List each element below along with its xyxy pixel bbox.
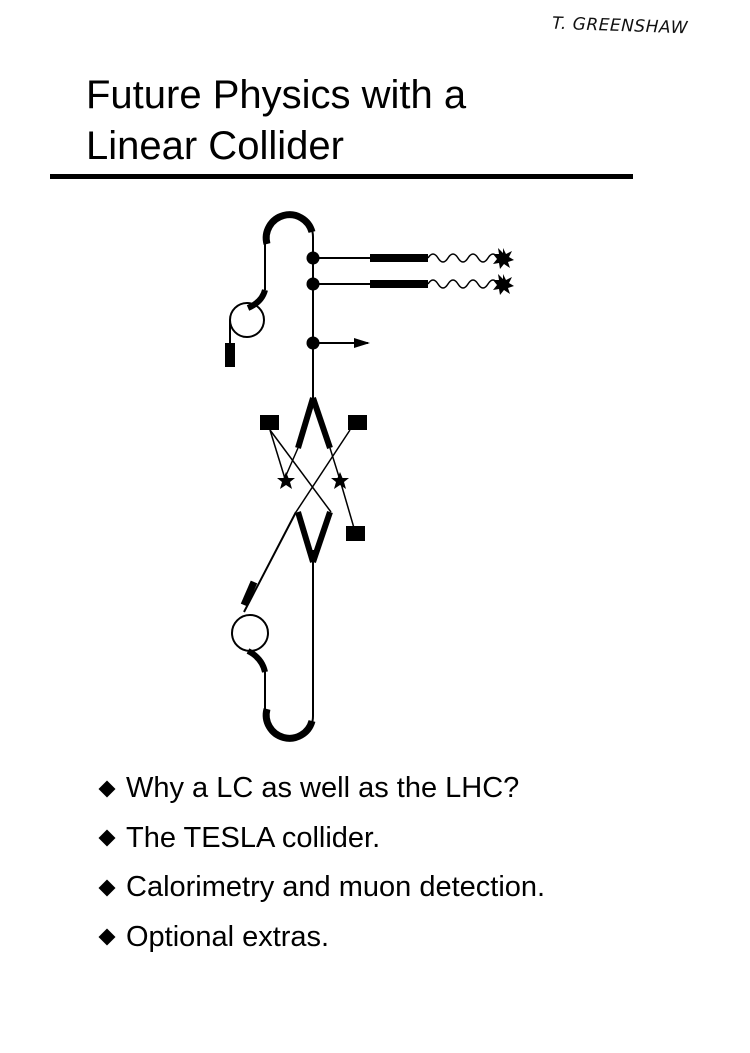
bullet-text: Optional extras.	[126, 920, 330, 953]
diamond-bullet-icon	[98, 928, 116, 946]
detector-block-upper-left	[260, 415, 279, 430]
detector-block-lower-right	[346, 526, 365, 541]
bottom-left-bend-magnet	[246, 648, 268, 673]
bullet-text: The TESLA collider.	[126, 821, 381, 854]
burst-icon	[493, 274, 514, 295]
list-item: The TESLA collider.	[96, 814, 545, 864]
upper-v-right-arm	[310, 397, 333, 449]
top-left-bend-magnet	[246, 289, 268, 311]
bullet-text: Calorimetry and muon detection.	[126, 871, 546, 904]
interaction-point-right	[331, 472, 349, 489]
slide-title: Future Physics with a Linear Collider	[86, 70, 466, 172]
photon-wave-1	[427, 253, 499, 263]
lower-diagonal-beamline	[243, 511, 297, 613]
diamond-bullet-icon	[98, 780, 116, 798]
crossing-line-4	[329, 447, 341, 481]
upper-v-left-arm	[295, 397, 316, 449]
top-injector-block	[225, 343, 235, 367]
bottom-turnaround-magnet	[262, 708, 316, 742]
crossing-line-5	[339, 479, 355, 529]
crossing-line-2	[295, 429, 351, 513]
list-item: Optional extras.	[96, 913, 545, 963]
bottom-damping-ring	[231, 614, 269, 652]
crossing-line-6	[269, 429, 287, 483]
list-item: Why a LC as well as the LHC?	[96, 764, 545, 814]
top-turnaround-magnet	[262, 211, 316, 245]
detector-block-upper-right	[348, 415, 367, 430]
photon-wave-2	[427, 279, 499, 289]
extraction-block-1	[370, 254, 428, 262]
title-line-2: Linear Collider	[86, 124, 344, 168]
lower-diagonal-magnet	[240, 580, 258, 607]
diamond-bullet-icon	[98, 829, 116, 847]
interaction-point-left	[277, 472, 295, 489]
lower-v-left-arm	[295, 511, 316, 563]
title-line-1: Future Physics with a	[86, 73, 467, 117]
burst-icon	[493, 248, 514, 269]
extraction-block-2	[370, 280, 428, 288]
top-damping-ring	[229, 302, 265, 338]
crossing-line-1	[269, 429, 332, 513]
bullet-list: Why a LC as well as the LHC? The TESLA c…	[96, 764, 545, 962]
list-item: Calorimetry and muon detection.	[96, 863, 545, 913]
diamond-bullet-icon	[98, 879, 116, 897]
bullet-text: Why a LC as well as the LHC?	[126, 772, 520, 805]
lower-v-right-arm	[310, 511, 333, 563]
title-underline	[50, 174, 633, 179]
